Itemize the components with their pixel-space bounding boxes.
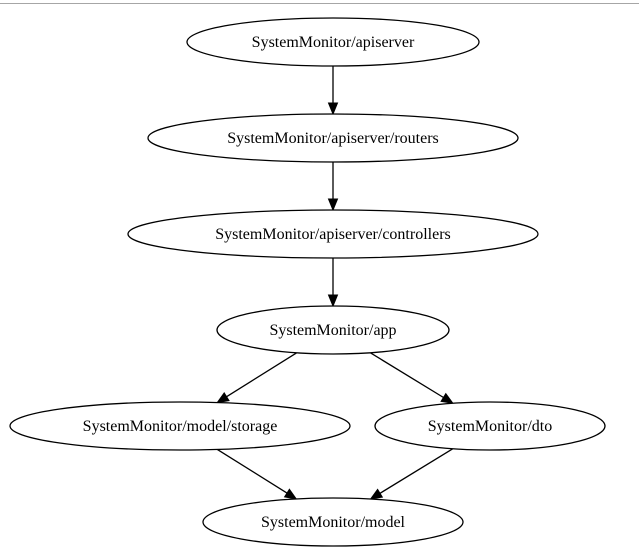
node-label-dto: SystemMonitor/dto [428,418,552,435]
arrowhead-app-to-dto [440,392,455,404]
arrowhead-apiserver-to-routers [327,102,339,116]
node-dto: SystemMonitor/dto [374,401,606,451]
top-divider [0,3,639,4]
node-ellipse-routers [147,113,519,163]
node-ellipse-controllers [127,209,539,259]
node-storage: SystemMonitor/model/storage [9,401,351,451]
edge-app-to-storage [226,352,298,398]
node-label-app: SystemMonitor/app [269,322,396,339]
node-routers: SystemMonitor/apiserver/routers [147,113,519,163]
edge-app-to-dto [369,352,444,399]
arrowhead-routers-to-controllers [327,198,339,212]
node-label-storage: SystemMonitor/model/storage [83,418,278,435]
node-layer: SystemMonitor/apiserverSystemMonitor/api… [9,17,606,547]
node-ellipse-storage [9,401,351,451]
node-ellipse-dto [374,401,606,451]
edge-dto-to-model [379,448,454,494]
node-label-controllers: SystemMonitor/apiserver/controllers [215,226,451,243]
node-model: SystemMonitor/model [202,497,464,547]
node-label-apiserver: SystemMonitor/apiserver [252,34,415,51]
node-ellipse-app [216,305,450,355]
edge-storage-to-model [216,448,288,494]
node-label-routers: SystemMonitor/apiserver/routers [227,130,439,147]
node-app: SystemMonitor/app [216,305,450,355]
arrowhead-controllers-to-app [327,294,339,308]
node-ellipse-apiserver [186,17,480,67]
node-label-model: SystemMonitor/model [261,514,406,531]
node-controllers: SystemMonitor/apiserver/controllers [127,209,539,259]
node-ellipse-model [202,497,464,547]
arrowhead-dto-to-model [369,488,384,500]
arrowhead-storage-to-model [283,488,298,500]
node-apiserver: SystemMonitor/apiserver [186,17,480,67]
arrowhead-app-to-storage [216,391,230,404]
edge-layer [216,66,455,500]
